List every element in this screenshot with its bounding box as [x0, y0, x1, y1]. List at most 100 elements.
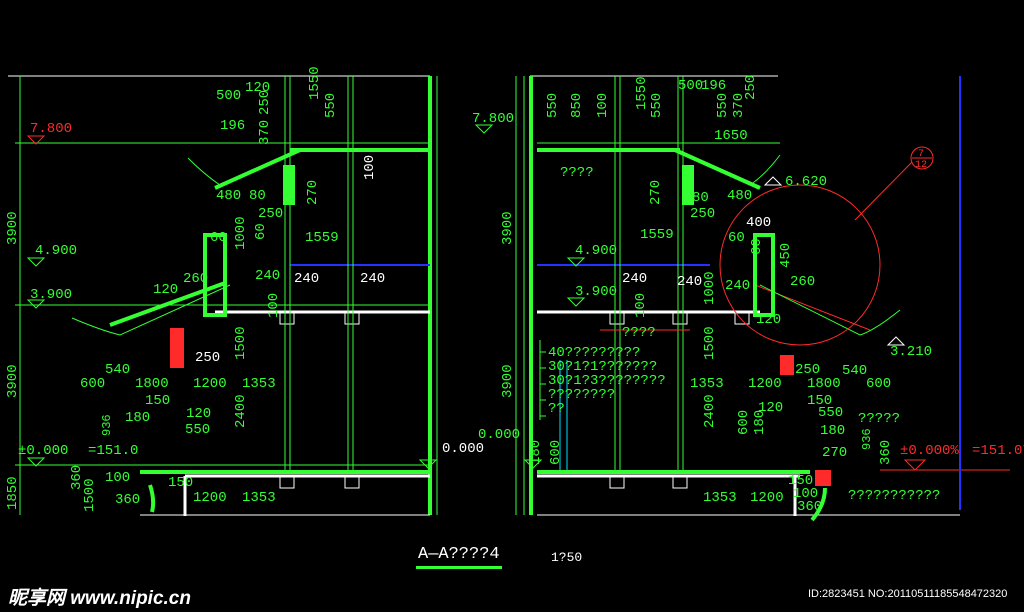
- dimension: 1559: [305, 230, 339, 246]
- dimension: 100: [595, 93, 611, 118]
- dimension: 180: [752, 410, 768, 435]
- dimension: 60: [253, 223, 269, 240]
- dimension: 3900: [500, 211, 516, 245]
- elevation-label: 4.900: [575, 243, 617, 259]
- dimension: 250: [257, 90, 273, 115]
- dimension: 120: [758, 400, 783, 416]
- dimension: 2400: [702, 394, 718, 428]
- dimension: 250: [258, 206, 283, 222]
- dimension: 180: [820, 423, 845, 439]
- dimension: 3900: [500, 364, 516, 398]
- dimension: 120: [153, 282, 178, 298]
- dimension: 1500: [702, 326, 718, 360]
- dimension: 250: [743, 75, 759, 100]
- dimension: 120: [186, 406, 211, 422]
- dimension: 100: [793, 486, 818, 502]
- dimension: 1200: [193, 490, 227, 506]
- annotation-label: ????: [560, 165, 594, 181]
- dimension: 60: [210, 230, 227, 246]
- dimension: 60: [749, 238, 765, 255]
- elevation-label: 3.900: [30, 287, 72, 303]
- dimension: 270: [822, 445, 847, 461]
- dimension: 550: [649, 93, 665, 118]
- watermark-brand: 昵享网 www.nipic.cn: [8, 588, 191, 609]
- dimension: 500: [216, 88, 241, 104]
- dimension: 850: [569, 93, 585, 118]
- dimension: 360: [115, 492, 140, 508]
- elevation-label: ±0.000%: [900, 443, 959, 459]
- structure-lines: 7 12: [8, 75, 1010, 522]
- dimension: 550: [545, 93, 561, 118]
- dimension: 150: [788, 473, 813, 489]
- elevation-label: 3.900: [575, 284, 617, 300]
- dimension: 550: [323, 93, 339, 118]
- dimension: 270: [648, 180, 664, 205]
- dimension: 1559: [640, 227, 674, 243]
- dimension: 1500: [233, 326, 249, 360]
- dimension: 1200: [748, 376, 782, 392]
- dimension: 240: [725, 278, 750, 294]
- dimension: 1353: [242, 490, 276, 506]
- dimension: 1550: [634, 76, 650, 110]
- dimension: 1850: [5, 476, 21, 510]
- dimension: 600: [736, 410, 752, 435]
- callout-sheet: 12: [915, 160, 927, 171]
- elevation-label: 3.210: [890, 344, 932, 360]
- dimension: 1200: [750, 490, 784, 506]
- dimension: 250: [795, 362, 820, 378]
- dimension: 600: [548, 440, 564, 465]
- elevation-label: 4.900: [35, 243, 77, 259]
- watermark-id: ID:2823451 NO:20110511185548472320: [808, 588, 1008, 600]
- dimension: 260: [183, 271, 208, 287]
- elevation-label: ±0.000: [18, 443, 68, 459]
- callout-number: 7: [918, 149, 924, 160]
- dimension: 120: [756, 312, 781, 328]
- dimension: 1000: [702, 271, 718, 305]
- dimension: 370: [257, 120, 273, 145]
- dimension: 540: [105, 362, 130, 378]
- note-line: ????????: [548, 387, 615, 403]
- dimension: 600: [80, 376, 105, 392]
- dimension: 3900: [5, 364, 21, 398]
- note-line: 40?????????: [548, 345, 640, 361]
- dimension: 360: [878, 440, 894, 465]
- dimension: 180: [528, 440, 544, 465]
- dimension: 1353: [242, 376, 276, 392]
- elevation-label: 7.800: [472, 111, 514, 127]
- dimension: 250: [195, 350, 220, 366]
- dimension: 270: [305, 180, 321, 205]
- dimension: 450: [778, 243, 794, 268]
- right-dimensions: 550 850 100 1550 550 500 196 550 370 250…: [500, 75, 940, 515]
- dimension: 240: [294, 271, 319, 287]
- dimension: 2400: [233, 394, 249, 428]
- dimension: 550: [818, 405, 843, 421]
- dimension: 150: [807, 393, 832, 409]
- dimension: 150: [168, 475, 193, 491]
- annotation-label: ????: [622, 325, 656, 341]
- note-line: ??: [548, 401, 565, 417]
- dimension: 360: [69, 465, 85, 490]
- dimension: 360: [797, 499, 822, 515]
- dimension: 260: [790, 274, 815, 290]
- dimension: 180: [125, 410, 150, 426]
- construction-notes: 40????????? 30?1?1??????? 30?1?3????????…: [548, 345, 666, 417]
- elevation-label: =151.07: [972, 443, 1024, 459]
- drawing-title: A—A????4: [416, 545, 502, 569]
- dimension: 480: [727, 188, 752, 204]
- detail-circle: [719, 184, 881, 346]
- dimension: 100: [362, 155, 378, 180]
- dimension: 1353: [703, 490, 737, 506]
- dimension: 400: [746, 215, 771, 231]
- note-line: 30?1?1???????: [548, 359, 657, 375]
- elevation-label: 0.000: [478, 427, 520, 443]
- dimension: 240: [255, 268, 280, 284]
- elevation-label: 7.800: [30, 121, 72, 137]
- dimension: 3900: [5, 211, 21, 245]
- dimension: 100: [105, 470, 130, 486]
- dimension: 1800: [135, 376, 169, 392]
- elevation-label: =151.0: [88, 443, 138, 459]
- dimension: 480: [216, 188, 241, 204]
- dimension: 1650: [714, 128, 748, 144]
- dimension: 1200: [193, 376, 227, 392]
- dimension: 80: [692, 190, 709, 206]
